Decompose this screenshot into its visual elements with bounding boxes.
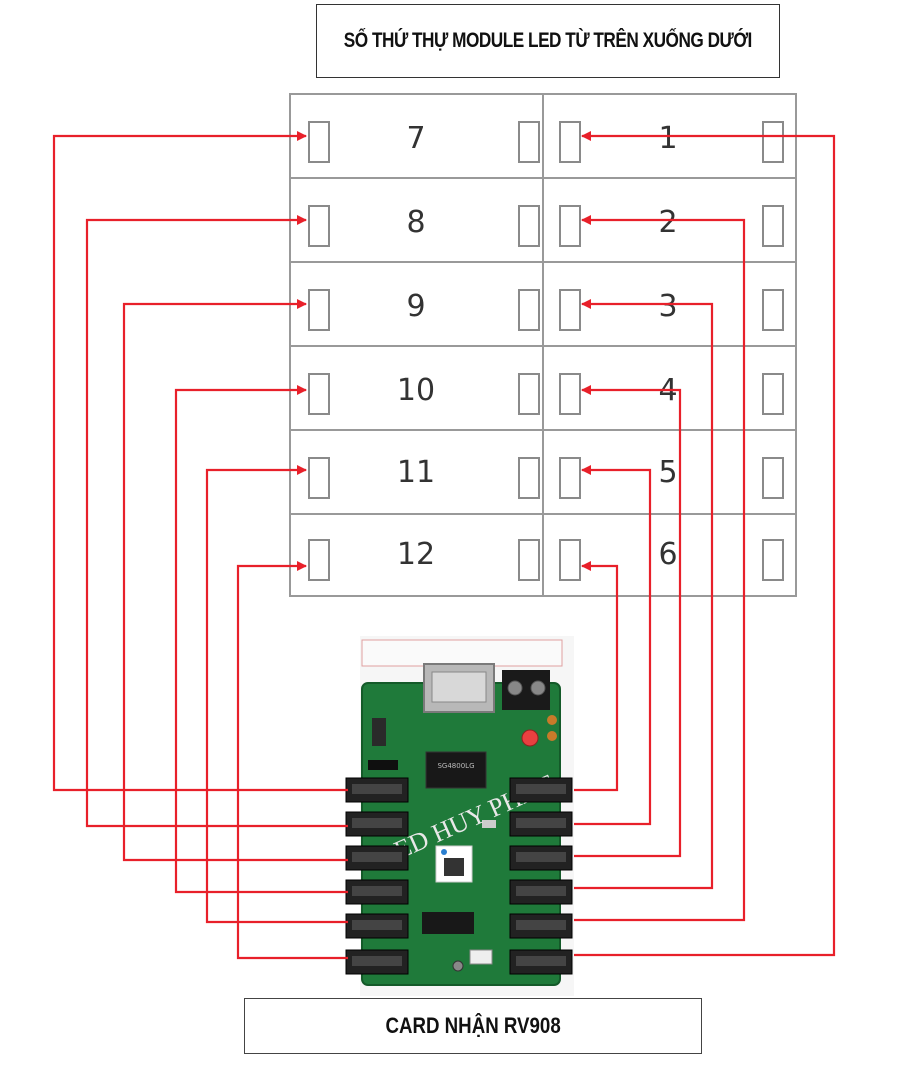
module-number-right: 5 xyxy=(658,455,677,490)
ethernet-port-inner xyxy=(431,671,487,703)
module-connector-slot xyxy=(762,373,784,415)
fpga-chip xyxy=(422,912,474,934)
capacitor xyxy=(547,715,557,725)
module-number-left: 11 xyxy=(397,455,435,490)
module-number-left: 9 xyxy=(406,289,425,324)
module-connector-slot xyxy=(762,457,784,499)
capacitor-red xyxy=(521,729,539,747)
module-number-left: 12 xyxy=(397,537,435,572)
module-number-left: 7 xyxy=(406,121,425,156)
hub-port-pins xyxy=(516,818,566,828)
module-number-left: 8 xyxy=(406,205,425,240)
main-chip-label: SG4800LG xyxy=(437,762,474,770)
module-connector-slot xyxy=(762,289,784,331)
module-connector-slot xyxy=(762,539,784,581)
wire-right xyxy=(574,131,836,957)
wire-left xyxy=(85,215,348,828)
wire-right xyxy=(574,561,619,792)
brand-logo-icon xyxy=(441,849,447,855)
wire-right xyxy=(574,215,746,922)
module-connector-slot xyxy=(308,457,330,499)
hub-port-pins xyxy=(352,818,402,828)
module-connector-slot xyxy=(308,373,330,415)
diagram-title: SỐ THỨ THỰ MODULE LED TỪ TRÊN XUỐNG DƯỚI xyxy=(343,29,753,52)
module-connector-slot xyxy=(559,457,581,499)
module-connector-slot xyxy=(518,205,540,247)
pin-socket xyxy=(469,949,493,965)
wire-left xyxy=(122,299,348,862)
hub-port-pins xyxy=(516,920,566,930)
module-number-right: 2 xyxy=(658,205,677,240)
module-number-right: 1 xyxy=(658,121,677,156)
module-connector-slot xyxy=(308,121,330,163)
hub-connectors xyxy=(345,777,573,975)
card-label: CARD NHẬN RV908 xyxy=(385,1013,561,1038)
hub-port-pins xyxy=(352,886,402,896)
qr-code-icon xyxy=(444,858,464,876)
module-number-left: 10 xyxy=(397,373,435,408)
hub-port-pins xyxy=(352,956,402,966)
module-connector-slot xyxy=(559,121,581,163)
terminal-screw xyxy=(507,680,523,696)
hub-port-pins xyxy=(516,784,566,794)
wire-right xyxy=(574,385,682,858)
wire-left xyxy=(205,465,348,924)
hub-port-pins xyxy=(516,886,566,896)
photo-top-strip xyxy=(361,639,563,667)
module-numbers: 7 8 9 10 11 12 1 2 3 4 5 6 xyxy=(397,121,678,572)
module-connector-slot xyxy=(518,373,540,415)
terminal-screw xyxy=(530,680,546,696)
hub-port-pins xyxy=(352,852,402,862)
module-connector-slot xyxy=(518,121,540,163)
module-connector-slot xyxy=(762,205,784,247)
crystal xyxy=(482,820,496,828)
module-connector-slot xyxy=(518,289,540,331)
title-box: SỐ THỨ THỰ MODULE LED TỪ TRÊN XUỐNG DƯỚI xyxy=(316,4,780,78)
module-connector-slot xyxy=(559,539,581,581)
module-connector-slot xyxy=(559,205,581,247)
module-number-right: 6 xyxy=(658,537,677,572)
module-grid xyxy=(289,93,797,597)
wire-left xyxy=(52,131,348,792)
main-chip xyxy=(425,751,487,789)
module-connector-slot xyxy=(308,289,330,331)
module-connectors xyxy=(308,121,784,581)
wire-right xyxy=(574,465,652,826)
module-connector-slot xyxy=(518,539,540,581)
module-connector-slot xyxy=(308,205,330,247)
wire-left xyxy=(236,561,348,960)
module-number-right: 3 xyxy=(658,289,677,324)
card-label-box: CARD NHẬN RV908 xyxy=(244,998,702,1054)
module-connector-slot xyxy=(518,457,540,499)
hub-port-pins xyxy=(516,852,566,862)
capacitor xyxy=(547,731,557,741)
wire-right xyxy=(574,299,714,890)
chip-small xyxy=(368,760,398,770)
hub-port-pins xyxy=(352,920,402,930)
header-pins xyxy=(372,718,386,746)
module-connector-slot xyxy=(559,289,581,331)
module-connector-slot xyxy=(308,539,330,581)
hub-port-pins xyxy=(352,784,402,794)
wiring xyxy=(52,131,836,960)
module-connector-slot xyxy=(762,121,784,163)
wire-left xyxy=(174,385,348,894)
module-connector-slot xyxy=(559,373,581,415)
hub-port-pins xyxy=(516,956,566,966)
reset-button-icon xyxy=(452,960,464,972)
